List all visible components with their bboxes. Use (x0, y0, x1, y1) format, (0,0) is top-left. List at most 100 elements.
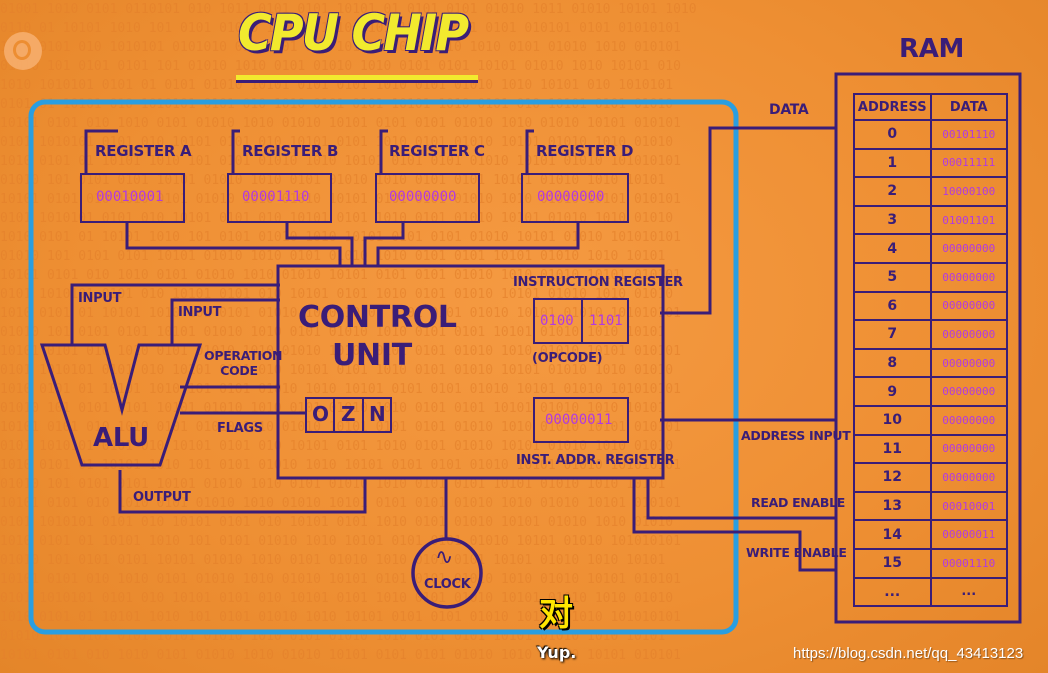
register-c-cu-wire (363, 223, 405, 266)
register-a-top-wire (84, 129, 118, 173)
register-d-cu-wire (376, 223, 580, 266)
register-d-label: REGISTER D (536, 142, 634, 160)
cpu-chip-title: CPU CHIP (238, 4, 469, 62)
ram-header-address: ADDRESS (853, 93, 932, 121)
operation-code-label: OPERATION CODE (204, 348, 283, 378)
ram-address: 2 (853, 176, 932, 207)
control-unit-box (276, 264, 665, 480)
alu-shape (39, 343, 203, 467)
register-c-top-wire (379, 129, 388, 173)
ram-address: 1 (853, 147, 932, 179)
register-c-label: REGISTER C (389, 142, 485, 160)
flags-register-box (305, 397, 392, 433)
ram-address: 3 (853, 204, 932, 236)
flag-o-cell (305, 397, 335, 433)
clock-label: CLOCK (424, 577, 471, 592)
ram-address: 13 (853, 490, 932, 522)
ram-data: 01001101 (929, 204, 1008, 236)
clock-circle (411, 537, 483, 609)
ram-address: 11 (853, 433, 932, 465)
read-enable-label: READ ENABLE (751, 495, 845, 510)
ram-address: 10 (853, 404, 932, 436)
ram-data: 00000000 (929, 404, 1008, 436)
data-bus-wire (660, 126, 836, 315)
opcode-label: (OPCODE) (532, 351, 603, 366)
ram-address: 0 (853, 119, 932, 150)
ram-data: 00011111 (929, 147, 1008, 179)
control-unit-label-line1: CONTROL (298, 300, 457, 335)
inst-addr-register-label: INST. ADDR. REGISTER (516, 453, 675, 468)
ram-outer-box (834, 72, 1022, 624)
ram-data: 00000011 (929, 519, 1008, 550)
inst-addr-value: 00000011 (545, 412, 613, 428)
ram-row: ...... (853, 576, 1008, 608)
flag-z-cell (335, 397, 364, 433)
register-a-box (80, 173, 185, 223)
cpu-chip-border (28, 99, 739, 635)
write-enable-label: WRITE ENABLE (746, 545, 847, 560)
ram-data: 00000000 (929, 433, 1008, 465)
ram-data: 00000000 (929, 347, 1008, 379)
ram-data: 00000000 (929, 319, 1008, 350)
alu-label: ALU (93, 423, 149, 453)
ram-address: 5 (853, 261, 932, 293)
ram-header-data: DATA (929, 93, 1008, 121)
register-b-value: 00001110 (242, 189, 310, 205)
ram-data: 00000000 (929, 462, 1008, 493)
register-c-value: 00000000 (389, 189, 457, 205)
flags-label: FLAGS (217, 421, 263, 436)
ram-data: 00001110 (929, 547, 1008, 579)
ram-address: 12 (853, 462, 932, 493)
ram-address: 9 (853, 376, 932, 407)
ram-address: ... (853, 576, 932, 608)
data-bus-label: DATA (769, 102, 809, 118)
ram-data: 10000100 (929, 176, 1008, 207)
ram-data: 00000000 (929, 261, 1008, 293)
register-b-cu-wire (285, 223, 354, 266)
ram-data: 00000000 (929, 290, 1008, 322)
register-d-top-wire (525, 129, 534, 173)
instruction-register-label: INSTRUCTION REGISTER (513, 275, 683, 290)
register-a-value: 00010001 (96, 189, 164, 205)
alu-input-a-label: INPUT (78, 291, 122, 306)
subtitle-english: Yup. (537, 643, 577, 662)
ram-data: 00010001 (929, 490, 1008, 522)
ram-data: 00000000 (929, 376, 1008, 407)
inst-addr-register-box (533, 397, 629, 443)
register-b-top-wire (231, 129, 240, 173)
register-c-box (375, 173, 480, 223)
register-b-label: REGISTER B (242, 142, 339, 160)
ram-data: ... (929, 576, 1008, 608)
ram-data: 00000000 (929, 233, 1008, 264)
alu-input-a-wire (70, 283, 280, 345)
ram-address: 4 (853, 233, 932, 264)
ram-data: 00101110 (929, 119, 1008, 150)
alu-output-label: OUTPUT (133, 490, 191, 505)
instruction-register-divider (581, 298, 583, 344)
ram-address: 7 (853, 319, 932, 350)
subtitle-chinese: 对 (539, 594, 573, 634)
clock-wave-icon: ∿ (435, 545, 454, 570)
flag-o-label: O (312, 402, 329, 426)
ram-address: 6 (853, 290, 932, 322)
ram-address: 15 (853, 547, 932, 579)
write-enable-wire (632, 478, 836, 572)
opcode-value: 0100 (540, 313, 574, 329)
